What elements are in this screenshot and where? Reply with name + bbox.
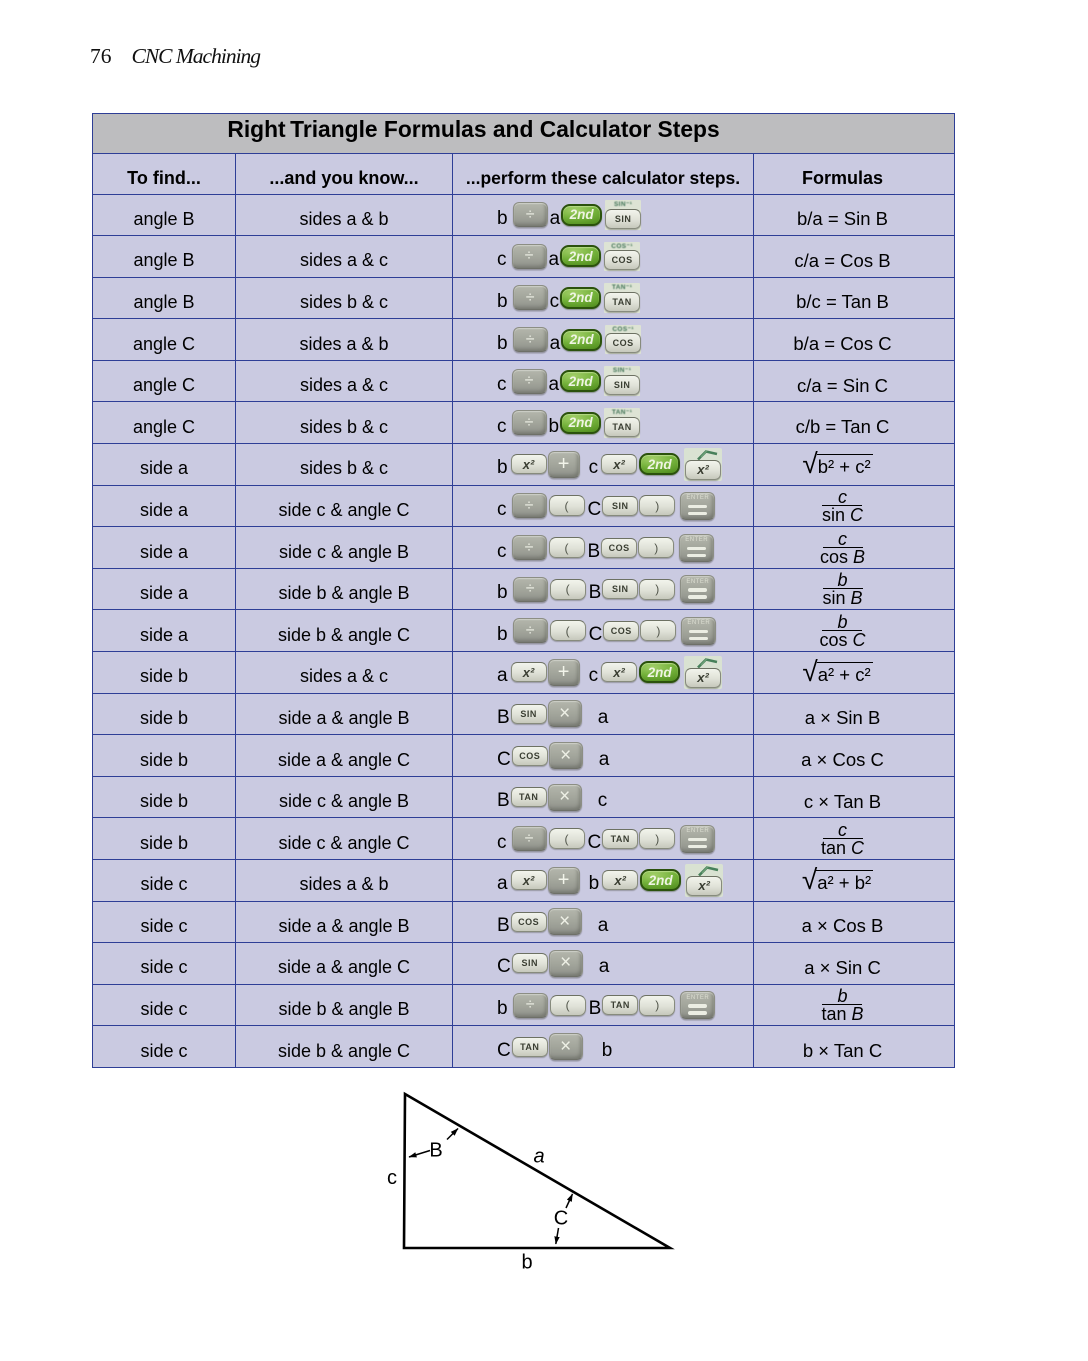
svg-text:C: C <box>554 1208 568 1230</box>
svg-text:a: a <box>533 1146 544 1168</box>
svg-text:b: b <box>521 1252 532 1274</box>
svg-text:c: c <box>387 1167 397 1189</box>
svg-text:B: B <box>429 1140 442 1162</box>
